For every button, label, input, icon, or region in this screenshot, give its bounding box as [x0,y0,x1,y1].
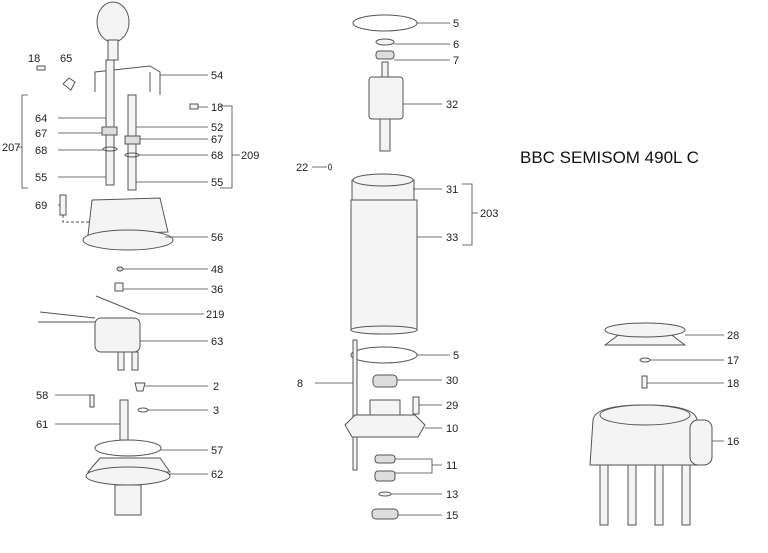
part-label: 67 [35,128,47,140]
part-labels: 18 65 54 18 64 52 67 67 68 68 207 209 55… [2,18,739,522]
part-label: 5 [453,350,459,362]
motor-assembly [328,14,426,520]
part-label: 18 [727,378,739,390]
part-label: 55 [35,172,47,184]
part-label: 57 [211,445,223,457]
part-label: 61 [36,419,48,431]
group-label: 209 [241,150,259,162]
part-label: 55 [211,177,223,189]
part-label: 7 [453,55,459,67]
part-label: 15 [446,510,458,522]
float-switch-assembly [36,1,199,516]
part-label: 67 [211,134,223,146]
part-label: 22 [296,162,308,174]
part-label: 8 [297,378,303,390]
part-label: 10 [446,423,458,435]
part-label: 219 [206,309,224,321]
part-label: 63 [211,336,223,348]
part-label: 52 [211,122,223,134]
part-label: 36 [211,284,223,296]
part-label: 62 [211,469,223,481]
leader-lines [17,22,724,516]
part-label: 32 [446,99,458,111]
part-label: 29 [446,400,458,412]
impeller-housing-assembly [589,322,713,526]
part-label: 31 [446,184,458,196]
part-label: 5 [453,18,459,30]
part-label: 56 [211,232,223,244]
group-label: 207 [2,142,20,154]
model-title: BBC SEMISOM 490L C [520,148,699,167]
part-label: 11 [446,460,457,472]
part-label: 16 [727,436,739,448]
part-label: 2 [213,381,219,393]
part-label: 69 [35,200,47,212]
part-label: 58 [36,390,48,402]
part-label: 3 [213,405,219,417]
part-label: 6 [453,39,459,51]
part-label: 33 [446,232,458,244]
part-label: 18 [211,102,223,114]
group-label: 203 [480,208,498,220]
part-label: 13 [446,489,458,501]
part-label: 64 [35,113,47,125]
part-label: 54 [211,70,223,82]
part-label: 28 [727,330,739,342]
part-label: 17 [727,355,739,367]
part-label: 18 [28,53,40,65]
part-label: 68 [211,150,223,162]
part-label: 48 [211,264,223,276]
part-label: 68 [35,145,47,157]
part-label: 65 [60,53,72,65]
part-label: 30 [446,375,458,387]
